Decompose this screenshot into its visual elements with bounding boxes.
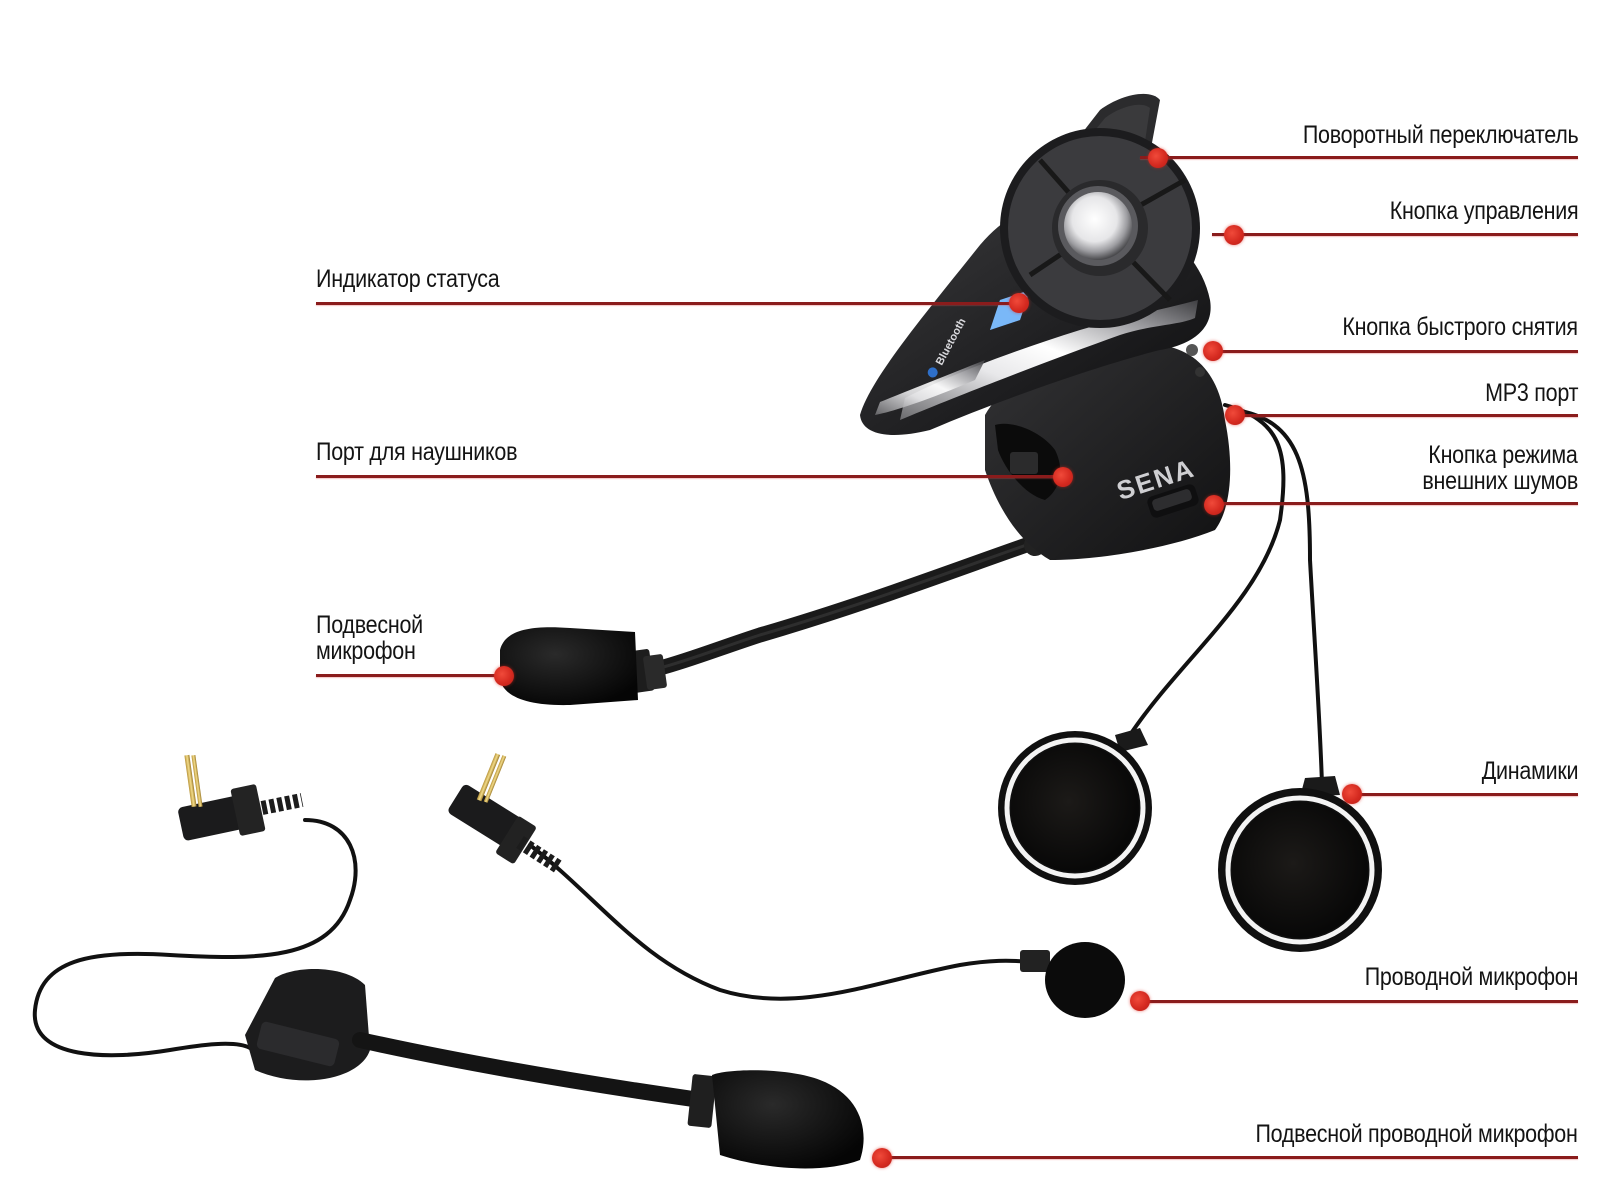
label-ambient-mode-line2: внешних шумов xyxy=(1422,467,1578,495)
leader-status-indicator xyxy=(316,302,1022,305)
label-boom-mic-line1: Подвесной xyxy=(316,611,423,639)
speaker-left xyxy=(998,728,1152,885)
label-headset-port: Порт для наушников xyxy=(316,438,518,466)
leader-speakers xyxy=(1352,793,1578,796)
label-mp3-port: MP3 порт xyxy=(1484,379,1578,407)
dot-control-button xyxy=(1224,225,1244,245)
leader-control-button xyxy=(1212,233,1578,236)
leader-boom-mic xyxy=(316,674,502,677)
dot-ambient-mode xyxy=(1204,495,1224,515)
dot-wired-boom-mic xyxy=(872,1148,892,1168)
leader-ambient-mode xyxy=(1212,502,1578,505)
dot-headset-port xyxy=(1053,467,1073,487)
dot-rotary-switch xyxy=(1148,148,1168,168)
device-body: Bluetooth xyxy=(860,93,1211,435)
label-speakers: Динамики xyxy=(1481,757,1578,785)
dot-status-indicator xyxy=(1009,293,1029,313)
dot-quick-release xyxy=(1203,341,1223,361)
dot-boom-mic xyxy=(494,666,514,686)
dot-wired-mic xyxy=(1130,991,1150,1011)
label-boom-mic-line2: микрофон xyxy=(316,637,416,665)
speaker-right xyxy=(1218,776,1382,952)
leader-wired-boom-mic xyxy=(880,1156,1578,1159)
speaker-cables xyxy=(1128,403,1324,787)
label-wired-mic: Проводной микрофон xyxy=(1364,963,1579,991)
leader-wired-mic xyxy=(1140,1000,1578,1003)
wired-boom-mic xyxy=(32,754,864,1169)
label-quick-release: Кнопка быстрого снятия xyxy=(1342,313,1579,341)
leader-mp3-port xyxy=(1234,414,1578,417)
leader-quick-release xyxy=(1212,350,1578,353)
boom-mic-arm xyxy=(500,509,1091,706)
label-ambient-mode-line1: Кнопка режима xyxy=(1428,441,1579,469)
label-status-indicator: Индикатор статуса xyxy=(316,265,500,293)
leader-headset-port xyxy=(316,475,1064,478)
label-wired-boom-mic: Подвесной проводной микрофон xyxy=(1255,1120,1578,1148)
label-control-button: Кнопка управления xyxy=(1389,197,1578,225)
leader-rotary-switch xyxy=(1140,156,1578,159)
dot-speakers xyxy=(1342,784,1362,804)
dot-mp3-port xyxy=(1225,405,1245,425)
device-clamp: SENA xyxy=(985,344,1231,560)
label-rotary-switch: Поворотный переключатель xyxy=(1302,121,1578,149)
wired-mic xyxy=(448,753,1125,1018)
